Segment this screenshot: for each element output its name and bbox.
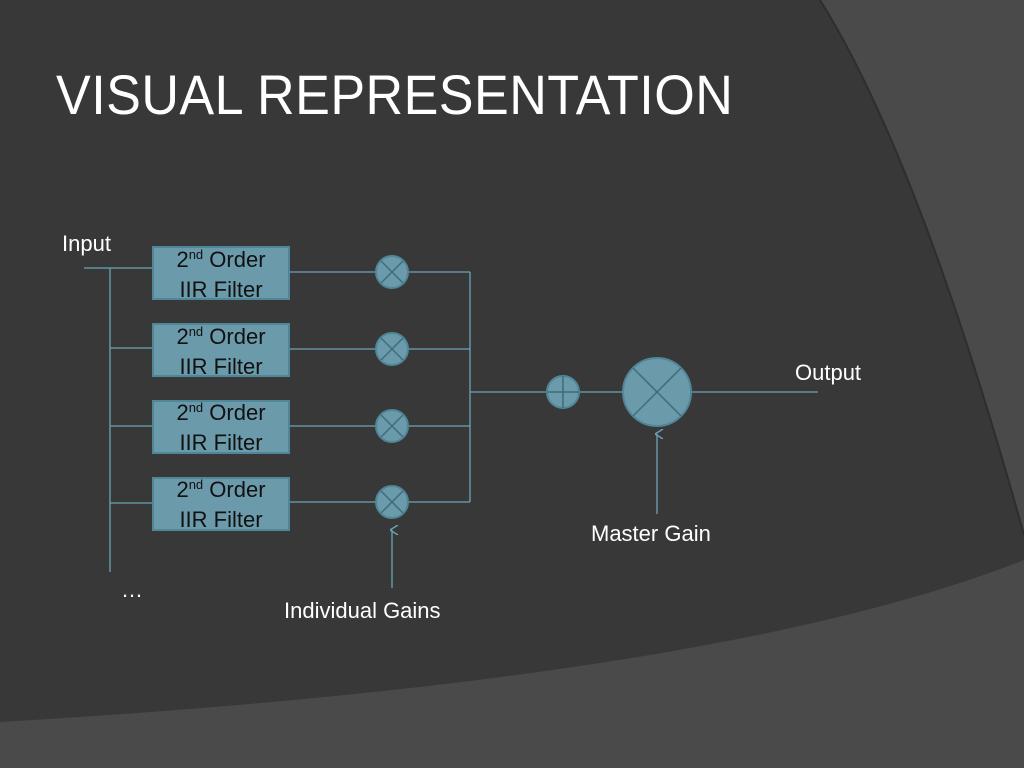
master-gain-label: Master Gain bbox=[591, 521, 711, 546]
filter-label-1-line2: IIR Filter bbox=[179, 277, 262, 302]
gain-multiplier-3 bbox=[375, 409, 409, 443]
master-gain-multiplier bbox=[622, 357, 692, 427]
gain-multiplier-2 bbox=[375, 332, 409, 366]
filter-label-2-line2: IIR Filter bbox=[179, 354, 262, 379]
filter-label-4-line1: 2nd Order bbox=[176, 477, 265, 502]
input-label: Input bbox=[62, 231, 111, 256]
output-label: Output bbox=[795, 360, 861, 385]
gain-multiplier-4 bbox=[375, 485, 409, 519]
filter-label-3-line2: IIR Filter bbox=[179, 430, 262, 455]
background-dark-panel bbox=[0, 0, 1024, 722]
filter-label-3-line1: 2nd Order bbox=[176, 400, 265, 425]
slide-title: VISUAL REPRESENTATION bbox=[56, 63, 734, 126]
individual-gains-label: Individual Gains bbox=[284, 598, 441, 623]
filter-label-2-line1: 2nd Order bbox=[176, 324, 265, 349]
filter-label-4-line2: IIR Filter bbox=[179, 507, 262, 532]
filter-label-1-line1: 2nd Order bbox=[176, 247, 265, 272]
summing-junction bbox=[546, 375, 580, 409]
filter-box-4 bbox=[152, 477, 290, 531]
filter-box-1 bbox=[152, 246, 290, 300]
background-arc bbox=[819, 0, 1024, 536]
filter-box-3 bbox=[152, 400, 290, 454]
gain-multiplier-1 bbox=[375, 255, 409, 289]
ellipsis-label: … bbox=[121, 577, 143, 602]
filter-box-2 bbox=[152, 323, 290, 377]
